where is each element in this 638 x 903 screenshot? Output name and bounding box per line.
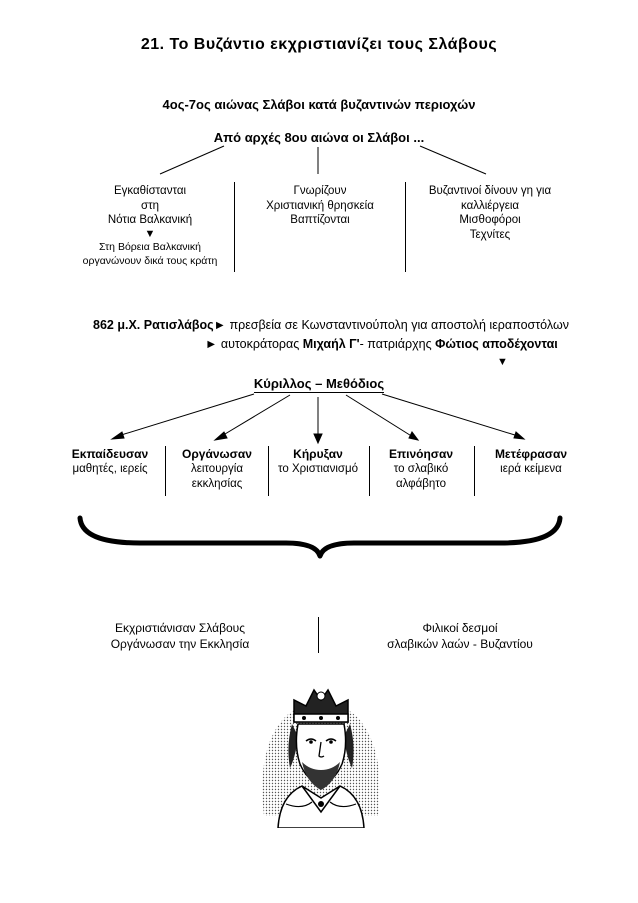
branch-right-line: Τεχνίτες: [469, 228, 511, 241]
branch-left-line: Εγκαθίστανται: [113, 185, 187, 197]
page-title: 21. Το Βυζάντιο εκχριστιανίζει τους Σλάβ…: [140, 36, 498, 53]
verb-detail: μαθητές, ιερείς: [72, 463, 148, 475]
missionaries-title: Κύριλλος – Μεθόδιος: [0, 376, 638, 393]
byzantine-emperor-portrait-icon: [262, 688, 380, 828]
verb-heading: Εκπαίδευσαν: [71, 447, 149, 461]
divider: [268, 446, 269, 496]
divider: [165, 446, 166, 496]
branch-left-subline: Στη Βόρεια Βαλκανική: [99, 240, 201, 253]
divider: [405, 182, 406, 272]
root-node: Από αρχές 8ου αιώνα οι Σλάβοι ...: [213, 130, 425, 145]
verb-detail: εκκλησίας: [191, 477, 243, 490]
verb-detail: λειτουργία: [191, 463, 243, 475]
result-left-line: Οργάνωσαν την Εκκλησία: [110, 637, 250, 651]
ratislav-embassy: πρεσβεία σε Κωνσταντινούπολη για αποστολ…: [225, 318, 569, 332]
down-arrow-icon: ▼: [497, 356, 508, 368]
verb-column: Κήρυξαν το Χριστιανισμό: [270, 447, 366, 477]
patriarch-accept: Φώτιος αποδέχονται: [435, 337, 558, 351]
verb-detail: αλφάβητο: [395, 477, 447, 490]
branch-right-line: Βυζαντινοί δίνουν γη για: [428, 185, 552, 197]
branch-right: Βυζαντινοί δίνουν γη για καλλιέργεια Μισ…: [410, 184, 570, 242]
result-right-line: σλαβικών λαών - Βυζαντίου: [387, 637, 533, 651]
emperor-name: Μιχαήλ Γ': [302, 337, 360, 351]
divider: [474, 446, 475, 496]
verb-column: Εκπαίδευσαν μαθητές, ιερείς: [60, 447, 160, 477]
branch-middle: Γνωρίζουν Χριστιανική θρησκεία Βαπτίζοντ…: [245, 184, 395, 228]
verb-heading: Επινόησαν: [388, 447, 454, 461]
missionary-arrows: [110, 393, 526, 445]
result-left-line: Εκχριστιάνισαν Σλάβους: [115, 621, 245, 635]
right-arrow-icon: ►: [213, 318, 226, 332]
ratislav-line-2: ► αυτοκράτορας Μιχαήλ Γ'- πατριάρχης Φώτ…: [205, 337, 558, 351]
branch-left-line: Νότια Βαλκανική: [107, 214, 193, 226]
curly-brace-icon: [77, 515, 563, 559]
verb-heading: Οργάνωσαν: [182, 447, 252, 461]
branch-right-line: Μισθοφόροι: [459, 214, 521, 226]
verb-heading: Μετέφρασαν: [494, 447, 568, 461]
verb-detail: το Χριστιανισμό: [277, 463, 358, 475]
branch-left-line: στη: [140, 199, 160, 212]
verb-column: Οργάνωσαν λειτουργία εκκλησίας: [167, 447, 267, 491]
branch-left: Εγκαθίστανται στη Νότια Βαλκανική ▼ Στη …: [70, 184, 230, 268]
connector-right: [419, 145, 487, 175]
result-right: Φιλικοί δεσμοί σλαβικών λαών - Βυζαντίου: [355, 620, 565, 652]
divider: [318, 617, 319, 653]
divider: [234, 182, 235, 272]
result-right-line: Φιλικοί δεσμοί: [422, 621, 498, 635]
verb-column: Επινόησαν το σλαβικό αλφάβητο: [371, 447, 471, 491]
right-arrow-icon: ►: [205, 337, 218, 351]
verb-heading: Κήρυξαν: [293, 447, 343, 461]
subtitle-period: 4ος-7ος αιώνας Σλάβοι κατά βυζαντινών πε…: [162, 97, 476, 112]
branch-left-subline: οργανώνουν δικά τους κράτη: [82, 254, 218, 267]
emperor-prefix: αυτοκράτορας: [217, 337, 303, 351]
divider: [369, 446, 370, 496]
branch-middle-line: Χριστιανική θρησκεία: [266, 199, 374, 212]
verb-detail: το σλαβικό: [393, 463, 449, 475]
connector-left: [159, 145, 225, 175]
down-arrow-icon: ▼: [144, 227, 156, 240]
verb-detail: ιερά κείμενα: [500, 463, 562, 475]
branch-middle-line: Γνωρίζουν: [293, 185, 347, 197]
missionaries-name: Κύριλλος – Μεθόδιος: [253, 376, 385, 393]
ratislav-line-1: 862 μ.Χ. Ρατισλάβος► πρεσβεία σε Κωνσταν…: [93, 318, 569, 332]
ratislav-name: 862 μ.Χ. Ρατισλάβος: [93, 318, 214, 332]
branch-middle-line: Βαπτίζονται: [290, 214, 350, 226]
patriarch-prefix: - πατριάρχης: [359, 337, 436, 351]
verb-column: Μετέφρασαν ιερά κείμενα: [476, 447, 586, 477]
result-left: Εκχριστιάνισαν Σλάβους Οργάνωσαν την Εκκ…: [85, 620, 275, 652]
branch-right-line: καλλιέργεια: [460, 199, 520, 212]
